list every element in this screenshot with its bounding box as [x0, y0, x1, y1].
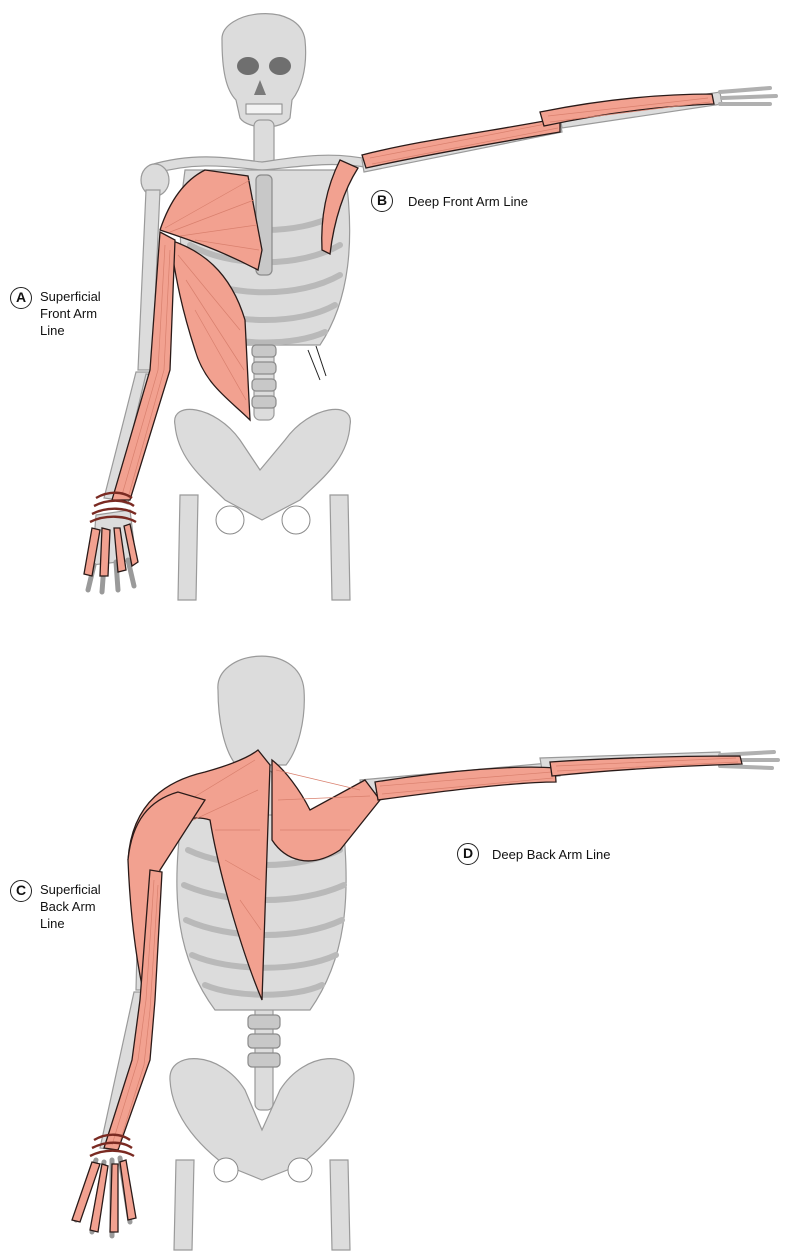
back-skeleton: [76, 656, 778, 1250]
pelvis-front: [175, 409, 351, 520]
label-b-text: Deep Front Arm Line: [408, 193, 528, 210]
label-c-marker: C: [10, 880, 32, 902]
label-a-marker: A: [10, 287, 32, 309]
rhomboids-levator: [272, 760, 380, 861]
label-d-text: Deep Back Arm Line: [492, 846, 611, 863]
label-d-marker: D: [457, 843, 479, 865]
triceps-deep: [375, 767, 556, 800]
label-b-marker: B: [371, 190, 393, 212]
skull-back: [218, 656, 304, 765]
label-a-text: Superficial Front Arm Line: [40, 288, 101, 339]
label-c-text: Superficial Back Arm Line: [40, 881, 101, 932]
deep-front-arm-line-muscles: [308, 94, 714, 380]
